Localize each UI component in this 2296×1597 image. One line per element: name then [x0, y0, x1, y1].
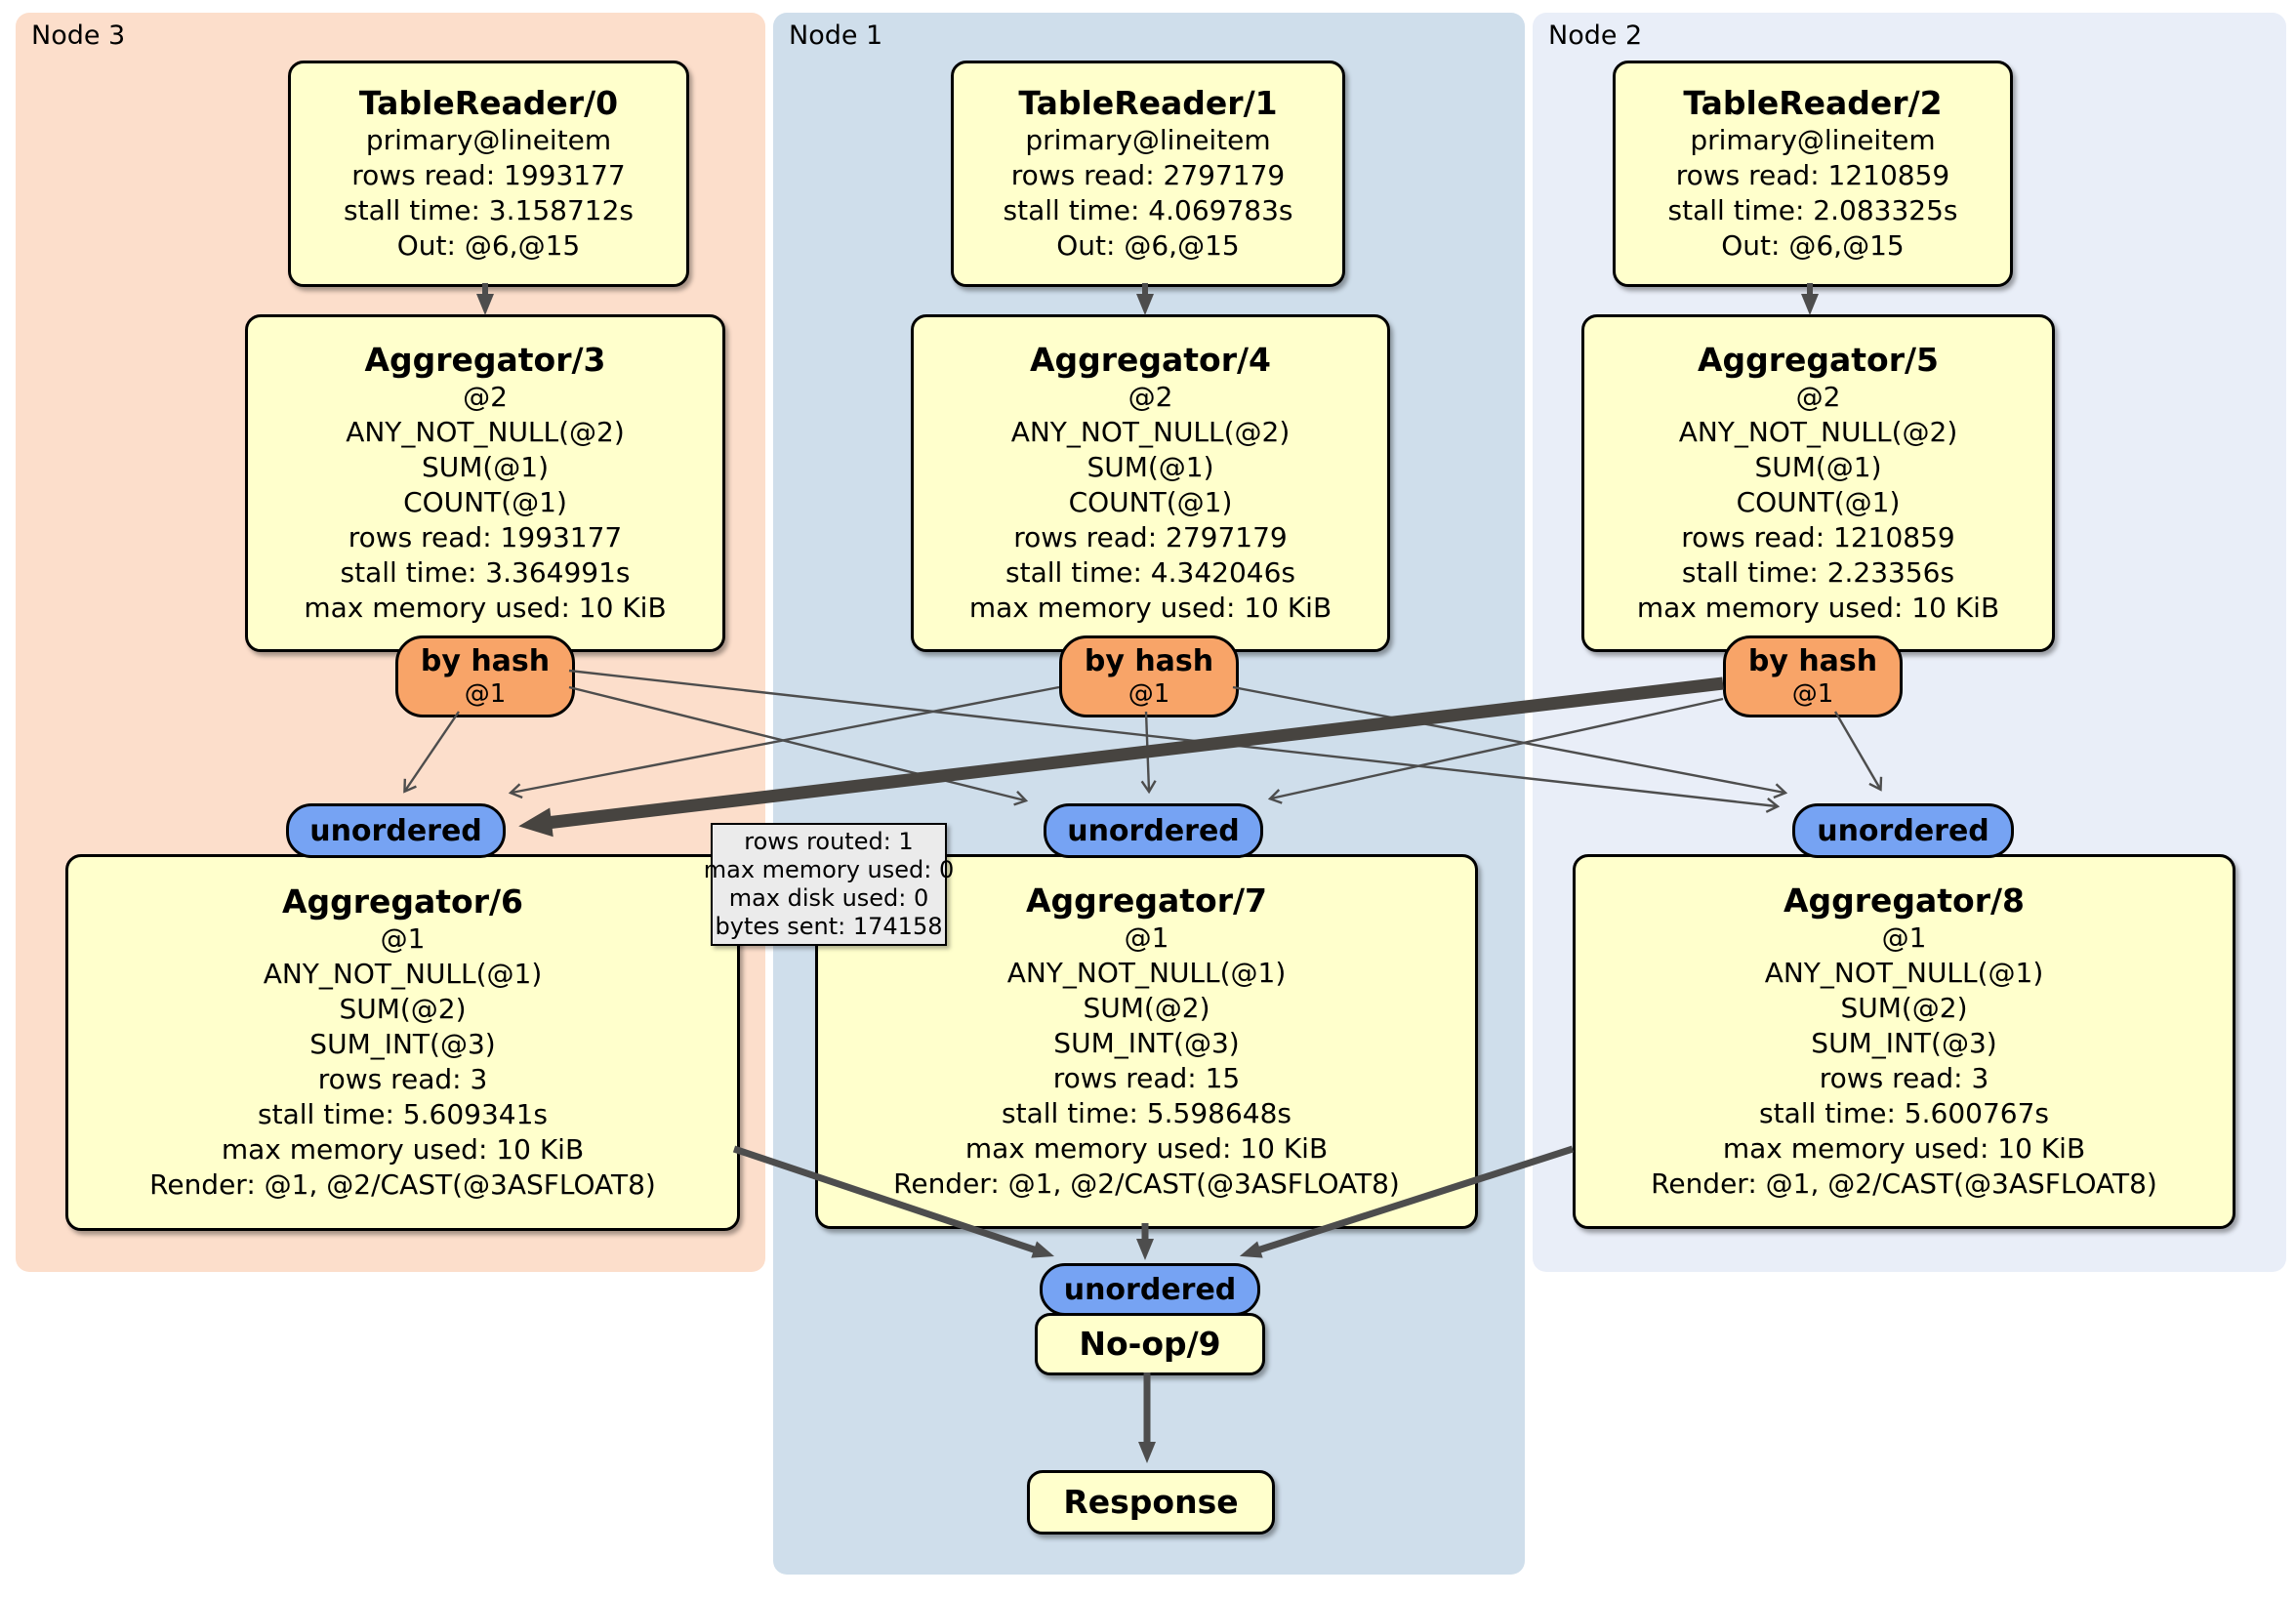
aggregator-4-max-memory: max memory used: 10 KiB	[968, 592, 1332, 624]
aggregator-4-node[interactable]: Aggregator/4 @2 ANY_NOT_NULL(@2) SUM(@1)…	[911, 314, 1390, 652]
aggregator-8-render: Render: @1, @2/CAST(@3ASFLOAT8)	[1651, 1167, 2157, 1200]
tooltip-max-disk: max disk used: 0	[728, 884, 929, 912]
noop-9-title: No-op/9	[1079, 1325, 1221, 1363]
aggregator-7-fn-3: SUM_INT(@3)	[1053, 1027, 1240, 1059]
aggregator-5-fn-1: ANY_NOT_NULL(@2)	[1678, 416, 1958, 448]
aggregator-7-max-memory: max memory used: 10 KiB	[964, 1132, 1329, 1165]
sync-unordered-left[interactable]: unordered	[286, 803, 506, 858]
tooltip-max-memory: max memory used: 0	[703, 856, 955, 883]
aggregator-6-fn-1: ANY_NOT_NULL(@1)	[263, 958, 543, 990]
aggregator-4-rows-read: rows read: 2797179	[1013, 521, 1288, 553]
response-title: Response	[1063, 1483, 1239, 1521]
aggregator-5-title: Aggregator/5	[1697, 341, 1940, 379]
aggregator-4-fn-3: COUNT(@1)	[1068, 486, 1233, 518]
aggregator-8-max-memory: max memory used: 10 KiB	[1722, 1132, 2086, 1165]
tablereader-0-node[interactable]: TableReader/0 primary@lineitem rows read…	[288, 61, 689, 287]
aggregator-8-stall-time: stall time: 5.600767s	[1759, 1097, 2049, 1129]
aggregator-8-fn-1: ANY_NOT_NULL(@1)	[1764, 957, 2044, 989]
edge-stats-tooltip: rows routed: 1 max memory used: 0 max di…	[704, 823, 954, 946]
aggregator-3-rows-read: rows read: 1993177	[348, 521, 623, 553]
aggregator-3-fn-2: SUM(@1)	[421, 451, 550, 483]
aggregator-8-title: Aggregator/8	[1783, 881, 2026, 920]
tablereader-2-rows-read: rows read: 1210859	[1675, 159, 1950, 191]
aggregator-6-group-col: @1	[380, 922, 426, 955]
aggregator-6-title: Aggregator/6	[281, 882, 524, 921]
tablereader-2-index: primary@lineitem	[1690, 124, 1936, 156]
tablereader-0-stall-time: stall time: 3.158712s	[344, 194, 634, 226]
aggregator-4-title: Aggregator/4	[1029, 341, 1272, 379]
aggregator-6-render: Render: @1, @2/CAST(@3ASFLOAT8)	[149, 1168, 656, 1201]
router-by-hash-2-label: by hash	[1747, 644, 1878, 678]
tablereader-1-stall-time: stall time: 4.069783s	[1003, 194, 1293, 226]
aggregator-3-stall-time: stall time: 3.364991s	[340, 556, 631, 589]
aggregator-3-fn-1: ANY_NOT_NULL(@2)	[346, 416, 625, 448]
tablereader-0-out: Out: @6,@15	[396, 229, 581, 262]
aggregator-7-render: Render: @1, @2/CAST(@3ASFLOAT8)	[893, 1167, 1400, 1200]
aggregator-6-fn-2: SUM(@2)	[339, 993, 467, 1025]
aggregator-4-fn-2: SUM(@1)	[1086, 451, 1214, 483]
router-by-hash-3[interactable]: by hash @1	[395, 635, 575, 717]
tablereader-0-index: primary@lineitem	[365, 124, 612, 156]
aggregator-8-fn-2: SUM(@2)	[1840, 992, 1968, 1024]
aggregator-8-node[interactable]: Aggregator/8 @1 ANY_NOT_NULL(@1) SUM(@2)…	[1573, 854, 2235, 1229]
aggregator-6-stall-time: stall time: 5.609341s	[258, 1098, 548, 1130]
tablereader-1-rows-read: rows read: 2797179	[1010, 159, 1286, 191]
aggregator-5-stall-time: stall time: 2.23356s	[1681, 556, 1955, 589]
tablereader-2-out: Out: @6,@15	[1721, 229, 1905, 262]
aggregator-3-fn-3: COUNT(@1)	[403, 486, 567, 518]
tablereader-1-node[interactable]: TableReader/1 primary@lineitem rows read…	[951, 61, 1345, 287]
tooltip-rows-routed: rows routed: 1	[744, 828, 914, 855]
tablereader-2-node[interactable]: TableReader/2 primary@lineitem rows read…	[1613, 61, 2013, 287]
aggregator-3-title: Aggregator/3	[364, 341, 606, 379]
aggregator-7-stall-time: stall time: 5.598648s	[1002, 1097, 1292, 1129]
aggregator-7-rows-read: rows read: 15	[1052, 1062, 1241, 1094]
aggregator-7-title: Aggregator/7	[1025, 881, 1268, 920]
aggregator-5-fn-2: SUM(@1)	[1754, 451, 1882, 483]
sync-unordered-right[interactable]: unordered	[1792, 803, 2014, 858]
aggregator-7-group-col: @1	[1124, 921, 1169, 954]
noop-9-node[interactable]: No-op/9	[1035, 1313, 1265, 1375]
aggregator-8-rows-read: rows read: 3	[1819, 1062, 1989, 1094]
tooltip-bytes-sent: bytes sent: 174158	[715, 913, 943, 940]
region-node-3-label: Node 3	[31, 20, 126, 51]
aggregator-3-node[interactable]: Aggregator/3 @2 ANY_NOT_NULL(@2) SUM(@1)…	[245, 314, 725, 652]
router-by-hash-2[interactable]: by hash @1	[1723, 635, 1903, 717]
aggregator-7-fn-1: ANY_NOT_NULL(@1)	[1006, 957, 1287, 989]
aggregator-8-group-col: @1	[1881, 921, 1927, 954]
router-by-hash-3-label: by hash	[420, 644, 551, 678]
tablereader-1-out: Out: @6,@15	[1056, 229, 1240, 262]
aggregator-6-max-memory: max memory used: 10 KiB	[221, 1133, 585, 1166]
aggregator-7-fn-2: SUM(@2)	[1083, 992, 1210, 1024]
sync-unordered-bottom[interactable]: unordered	[1040, 1263, 1260, 1316]
region-node-2-label: Node 2	[1548, 20, 1643, 51]
aggregator-3-group-col: @2	[463, 381, 508, 413]
response-node[interactable]: Response	[1027, 1470, 1275, 1535]
aggregator-4-fn-1: ANY_NOT_NULL(@2)	[1010, 416, 1291, 448]
aggregator-5-rows-read: rows read: 1210859	[1681, 521, 1955, 553]
router-by-hash-2-key: @1	[1791, 679, 1834, 709]
tablereader-1-index: primary@lineitem	[1025, 124, 1271, 156]
aggregator-5-fn-3: COUNT(@1)	[1736, 486, 1901, 518]
tablereader-0-title: TableReader/0	[358, 84, 619, 122]
aggregator-8-fn-3: SUM_INT(@3)	[1811, 1027, 1997, 1059]
tablereader-2-stall-time: stall time: 2.083325s	[1667, 194, 1958, 226]
router-by-hash-3-key: @1	[464, 679, 507, 709]
aggregator-6-rows-read: rows read: 3	[317, 1063, 488, 1095]
aggregator-4-group-col: @2	[1128, 381, 1173, 413]
aggregator-5-node[interactable]: Aggregator/5 @2 ANY_NOT_NULL(@2) SUM(@1)…	[1581, 314, 2055, 652]
aggregator-5-group-col: @2	[1795, 381, 1841, 413]
aggregator-5-max-memory: max memory used: 10 KiB	[1636, 592, 2000, 624]
router-by-hash-1-label: by hash	[1084, 644, 1214, 678]
aggregator-3-max-memory: max memory used: 10 KiB	[304, 592, 667, 624]
tablereader-2-title: TableReader/2	[1683, 84, 1943, 122]
router-by-hash-1-key: @1	[1128, 679, 1170, 709]
aggregator-6-fn-3: SUM_INT(@3)	[309, 1028, 496, 1060]
aggregator-6-node[interactable]: Aggregator/6 @1 ANY_NOT_NULL(@1) SUM(@2)…	[65, 854, 740, 1231]
tablereader-0-rows-read: rows read: 1993177	[351, 159, 626, 191]
router-by-hash-1[interactable]: by hash @1	[1059, 635, 1239, 717]
sync-unordered-center[interactable]: unordered	[1044, 803, 1263, 858]
region-node-1-label: Node 1	[789, 20, 883, 51]
tablereader-1-title: TableReader/1	[1018, 84, 1278, 122]
aggregator-4-stall-time: stall time: 4.342046s	[1005, 556, 1295, 589]
